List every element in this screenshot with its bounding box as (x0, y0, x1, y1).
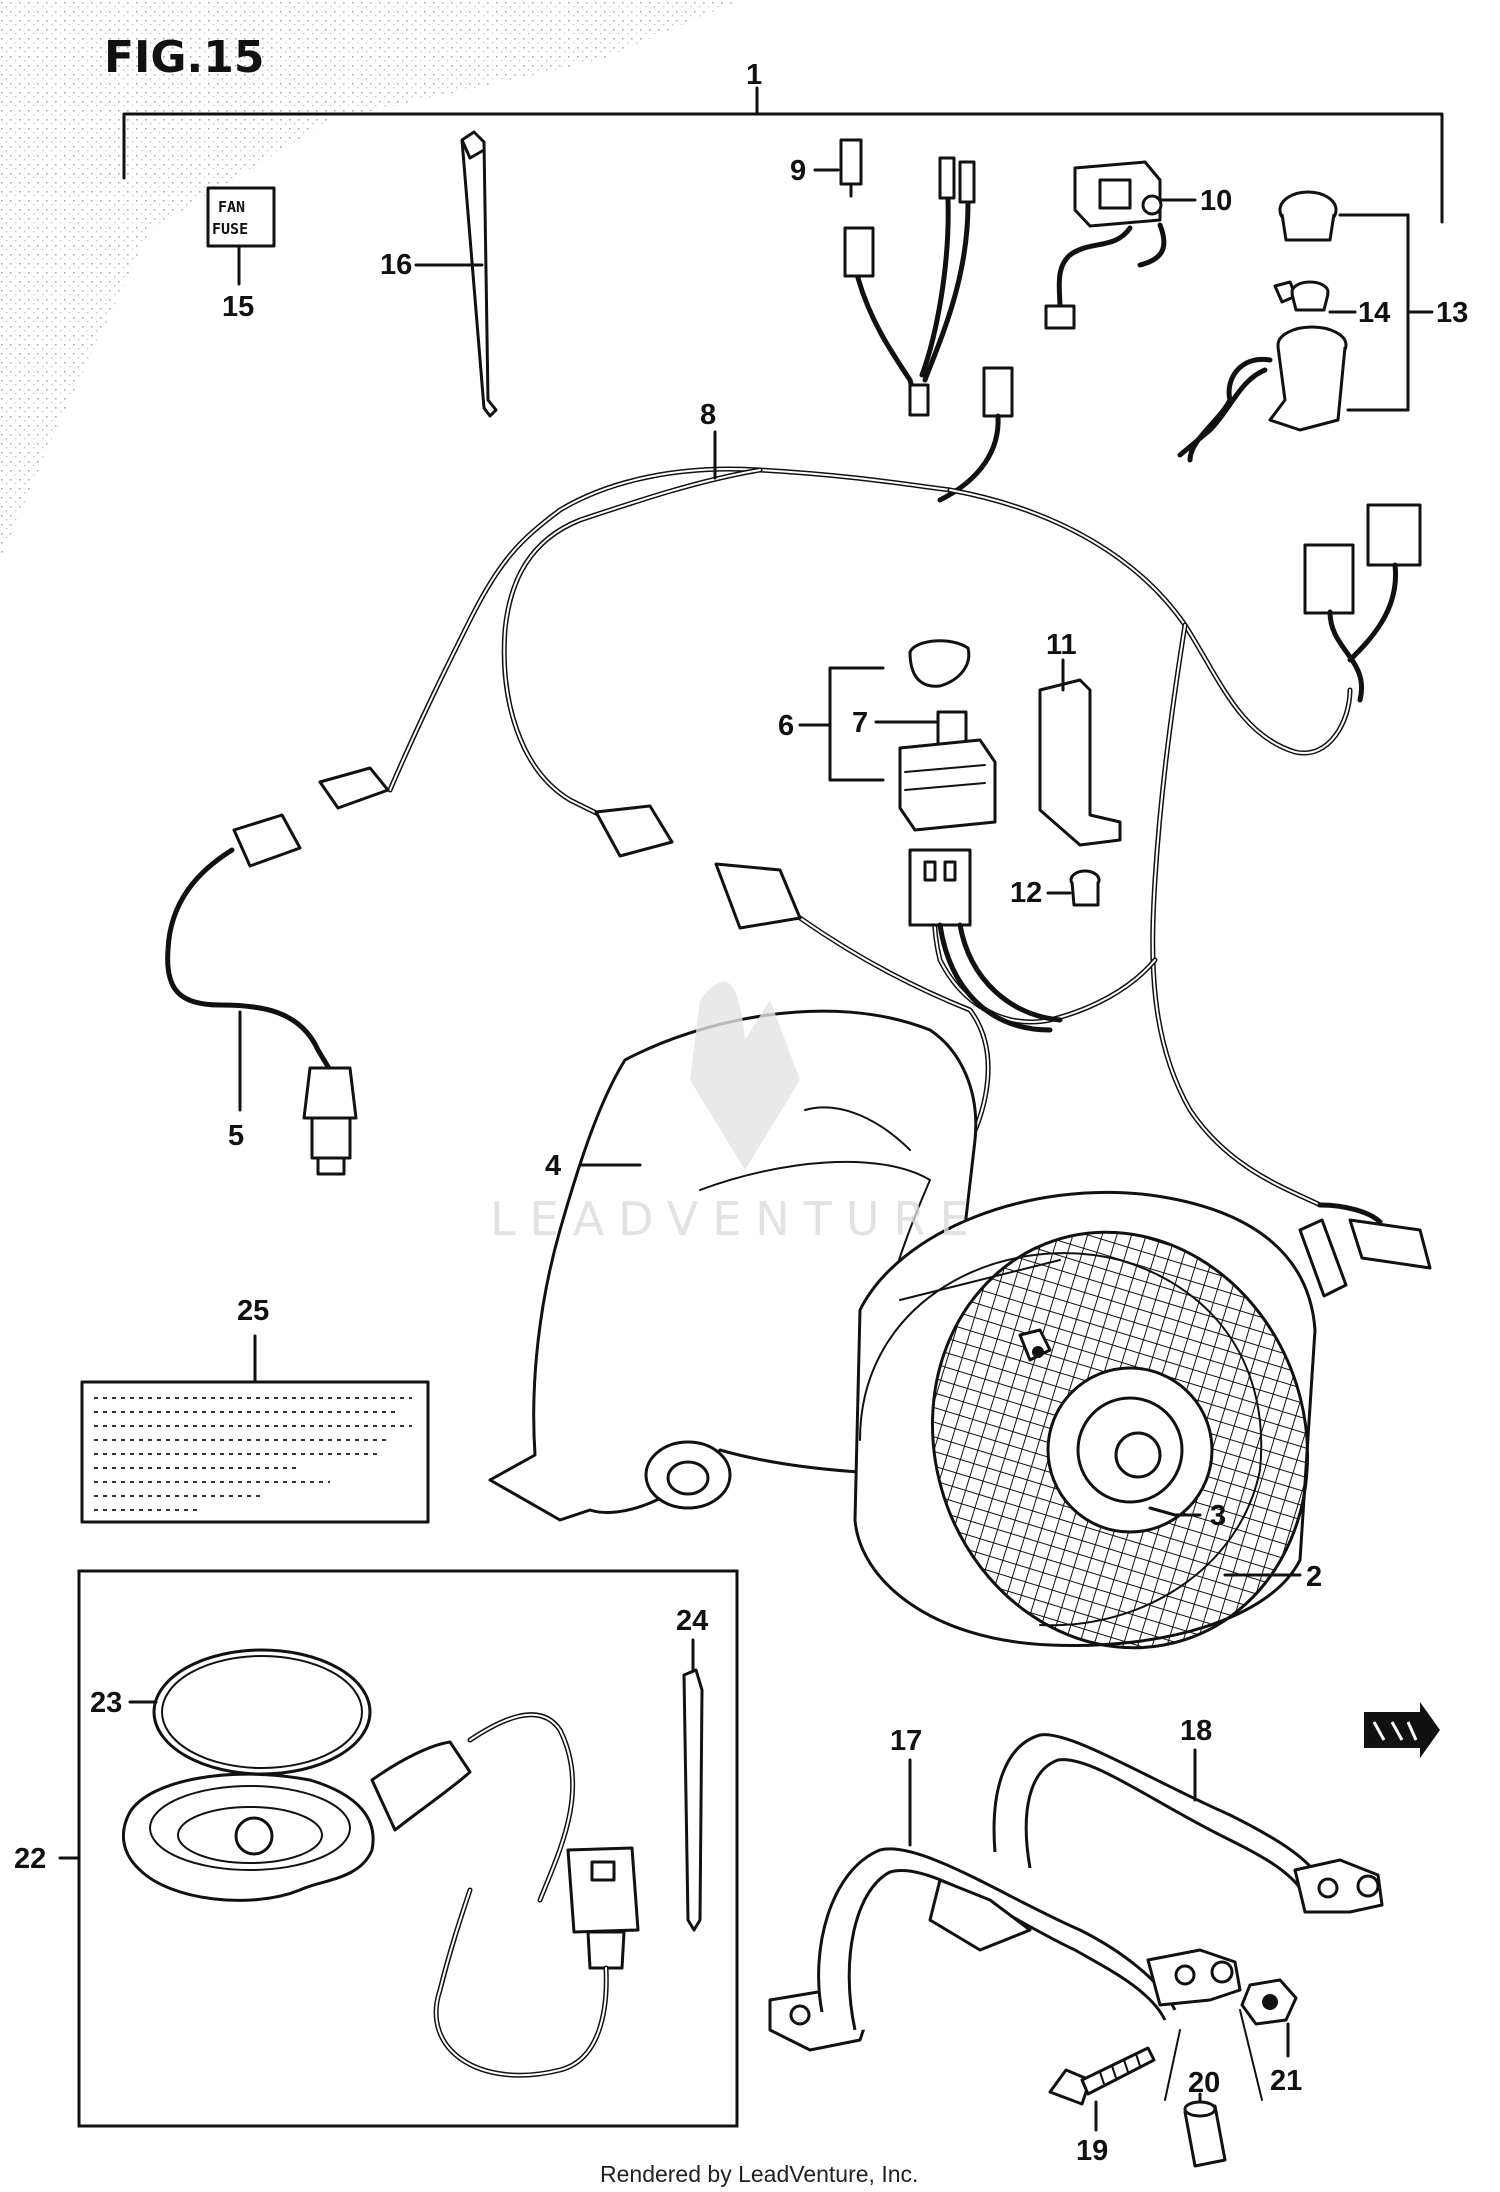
callout-5: 5 (228, 1120, 244, 1152)
fuse-icon: 9 (790, 138, 863, 198)
callout-11: 11 (1046, 629, 1077, 661)
callout-8: 8 (700, 399, 716, 431)
bulb-socket-13-icon: 14 13 (1177, 190, 1468, 463)
callout-3: 3 (1210, 1500, 1226, 1532)
callout-20: 20 (1188, 2067, 1220, 2099)
footer-credit: Rendered by LeadVenture, Inc. (600, 2161, 918, 2187)
cable-tie-24-icon: 24 (676, 1605, 708, 1932)
cable-tie-icon: 16 (380, 130, 498, 418)
relay-6-icon: 6 7 (778, 639, 1063, 1033)
callout-18: 18 (1180, 1715, 1212, 1747)
callout-6: 6 (778, 710, 794, 742)
caution-label-25-icon: 25 (80, 1295, 430, 1524)
thermo-switch-5-icon: 5 (165, 847, 358, 1176)
harness-connectors-icon (232, 503, 1422, 930)
fuse-label-line2: FUSE (212, 220, 248, 238)
switch-10-icon: 10 (1044, 160, 1232, 330)
gasket-23-icon: 23 (90, 1648, 372, 1776)
callout-23: 23 (90, 1687, 122, 1719)
kit-box-22: 22 (14, 1569, 739, 2128)
fan-fuse-label-icon: FAN FUSE 15 (206, 186, 276, 323)
nut-21-icon: 21 (1240, 1978, 1302, 2097)
callout-1: 1 (746, 59, 762, 91)
scan-noise (0, 0, 740, 560)
collar-20-icon: 20 (1164, 2009, 1263, 2168)
callout-13: 13 (1436, 297, 1468, 329)
figure-title: FIG.15 (104, 32, 265, 83)
callout-19: 19 (1076, 2135, 1108, 2167)
callout-12: 12 (1010, 877, 1042, 909)
fan-motor-2-icon: 2 3 (853, 1190, 1322, 1650)
front-arrow-icon (1364, 1702, 1440, 1758)
motor-connectors-icon (1298, 1202, 1432, 1298)
callout-4: 4 (545, 1150, 561, 1182)
assembly-bracket-1: 1 (122, 59, 1444, 224)
callout-16: 16 (380, 249, 412, 281)
watermark-logo-icon: LEADVENTURE (490, 981, 983, 1246)
callout-22: 22 (14, 1843, 46, 1875)
bracket-17-icon: 17 (768, 1725, 1242, 2052)
watermark-text: LEADVENTURE (490, 1192, 983, 1246)
callout-25: 25 (237, 1295, 269, 1327)
callout-7: 7 (852, 707, 868, 739)
callout-24: 24 (676, 1605, 708, 1637)
callout-15: 15 (222, 291, 254, 323)
callout-21: 21 (1270, 2065, 1302, 2097)
callout-14: 14 (1358, 297, 1390, 329)
callout-17: 17 (890, 1725, 922, 1757)
bolt-19-icon: 19 (1048, 2046, 1156, 2167)
temperature-sensor-icon (121, 1712, 640, 2078)
callout-10: 10 (1200, 185, 1232, 217)
fuse-holder-harness-icon (843, 156, 1014, 503)
callout-9: 9 (790, 155, 806, 187)
bolt-12-icon: 12 (1010, 869, 1101, 909)
bracket-11-icon: 11 (1038, 629, 1122, 847)
fuse-label-line1: FAN (218, 198, 245, 216)
bracket-18-icon: 18 (992, 1715, 1384, 1914)
callout-2: 2 (1306, 1561, 1322, 1593)
